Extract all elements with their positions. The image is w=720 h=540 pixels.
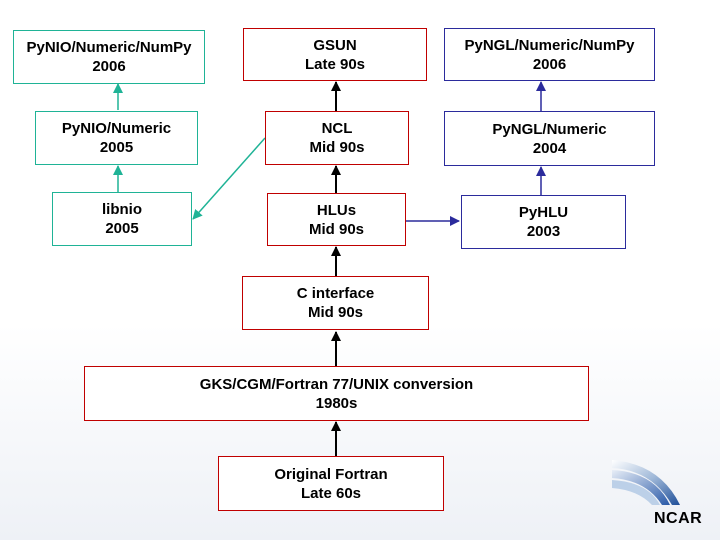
node-pyngl-numeric: PyNGL/Numeric 2004 — [444, 111, 655, 166]
node-pynio-numpy: PyNIO/Numeric/NumPy 2006 — [13, 30, 205, 84]
node-pynio-numeric: PyNIO/Numeric 2005 — [35, 111, 198, 165]
arrow-ncl-to-libnio — [192, 137, 266, 220]
ncar-logo-text: NCAR — [654, 510, 703, 527]
node-c-interface-date: Mid 90s — [307, 304, 364, 321]
node-original-date: Late 60s — [300, 484, 362, 502]
node-ncl-date: Mid 90s — [309, 139, 365, 156]
node-gks-name: GKS/CGM/Fortran 77/UNIX conversion — [199, 375, 474, 393]
node-libnio-date: 2005 — [105, 220, 139, 237]
node-c-interface: C interface Mid 90s — [242, 276, 429, 330]
node-libnio: libnio 2005 — [52, 192, 192, 246]
node-hlus-date: Mid 90s — [308, 220, 365, 238]
node-ncl-name: NCL — [321, 120, 353, 137]
node-pyngl-numpy-name: PyNGL/Numeric/NumPy — [464, 36, 635, 54]
node-pyngl-numpy: PyNGL/Numeric/NumPy 2006 — [444, 28, 655, 81]
node-pyngl-numeric-date: 2004 — [532, 139, 567, 157]
node-original-name: Original Fortran — [274, 465, 388, 483]
node-gks-date: 1980s — [315, 394, 358, 412]
node-gsun-name: GSUN — [313, 36, 357, 54]
node-pyhlu-date: 2003 — [526, 223, 561, 240]
node-pynio-numpy-name: PyNIO/Numeric/NumPy — [26, 39, 192, 56]
node-gks: GKS/CGM/Fortran 77/UNIX conversion 1980s — [84, 366, 589, 421]
node-pyngl-numpy-date: 2006 — [532, 55, 567, 73]
node-pynio-numeric-name: PyNIO/Numeric — [61, 120, 172, 137]
node-c-interface-name: C interface — [296, 285, 375, 302]
ncar-logo-icon — [612, 460, 680, 505]
node-gsun: GSUN Late 90s — [243, 28, 427, 81]
node-ncl: NCL Mid 90s — [265, 111, 409, 165]
node-hlus-name: HLUs — [316, 201, 357, 219]
node-original: Original Fortran Late 60s — [218, 456, 444, 511]
node-gsun-date: Late 90s — [304, 55, 366, 73]
node-pyngl-numeric-name: PyNGL/Numeric — [492, 120, 607, 138]
node-pynio-numpy-date: 2006 — [92, 58, 126, 75]
node-pyhlu-name: PyHLU — [518, 204, 569, 221]
node-pyhlu: PyHLU 2003 — [461, 195, 626, 249]
node-libnio-name: libnio — [102, 201, 142, 218]
node-hlus: HLUs Mid 90s — [267, 193, 406, 246]
node-pynio-numeric-date: 2005 — [99, 139, 134, 156]
